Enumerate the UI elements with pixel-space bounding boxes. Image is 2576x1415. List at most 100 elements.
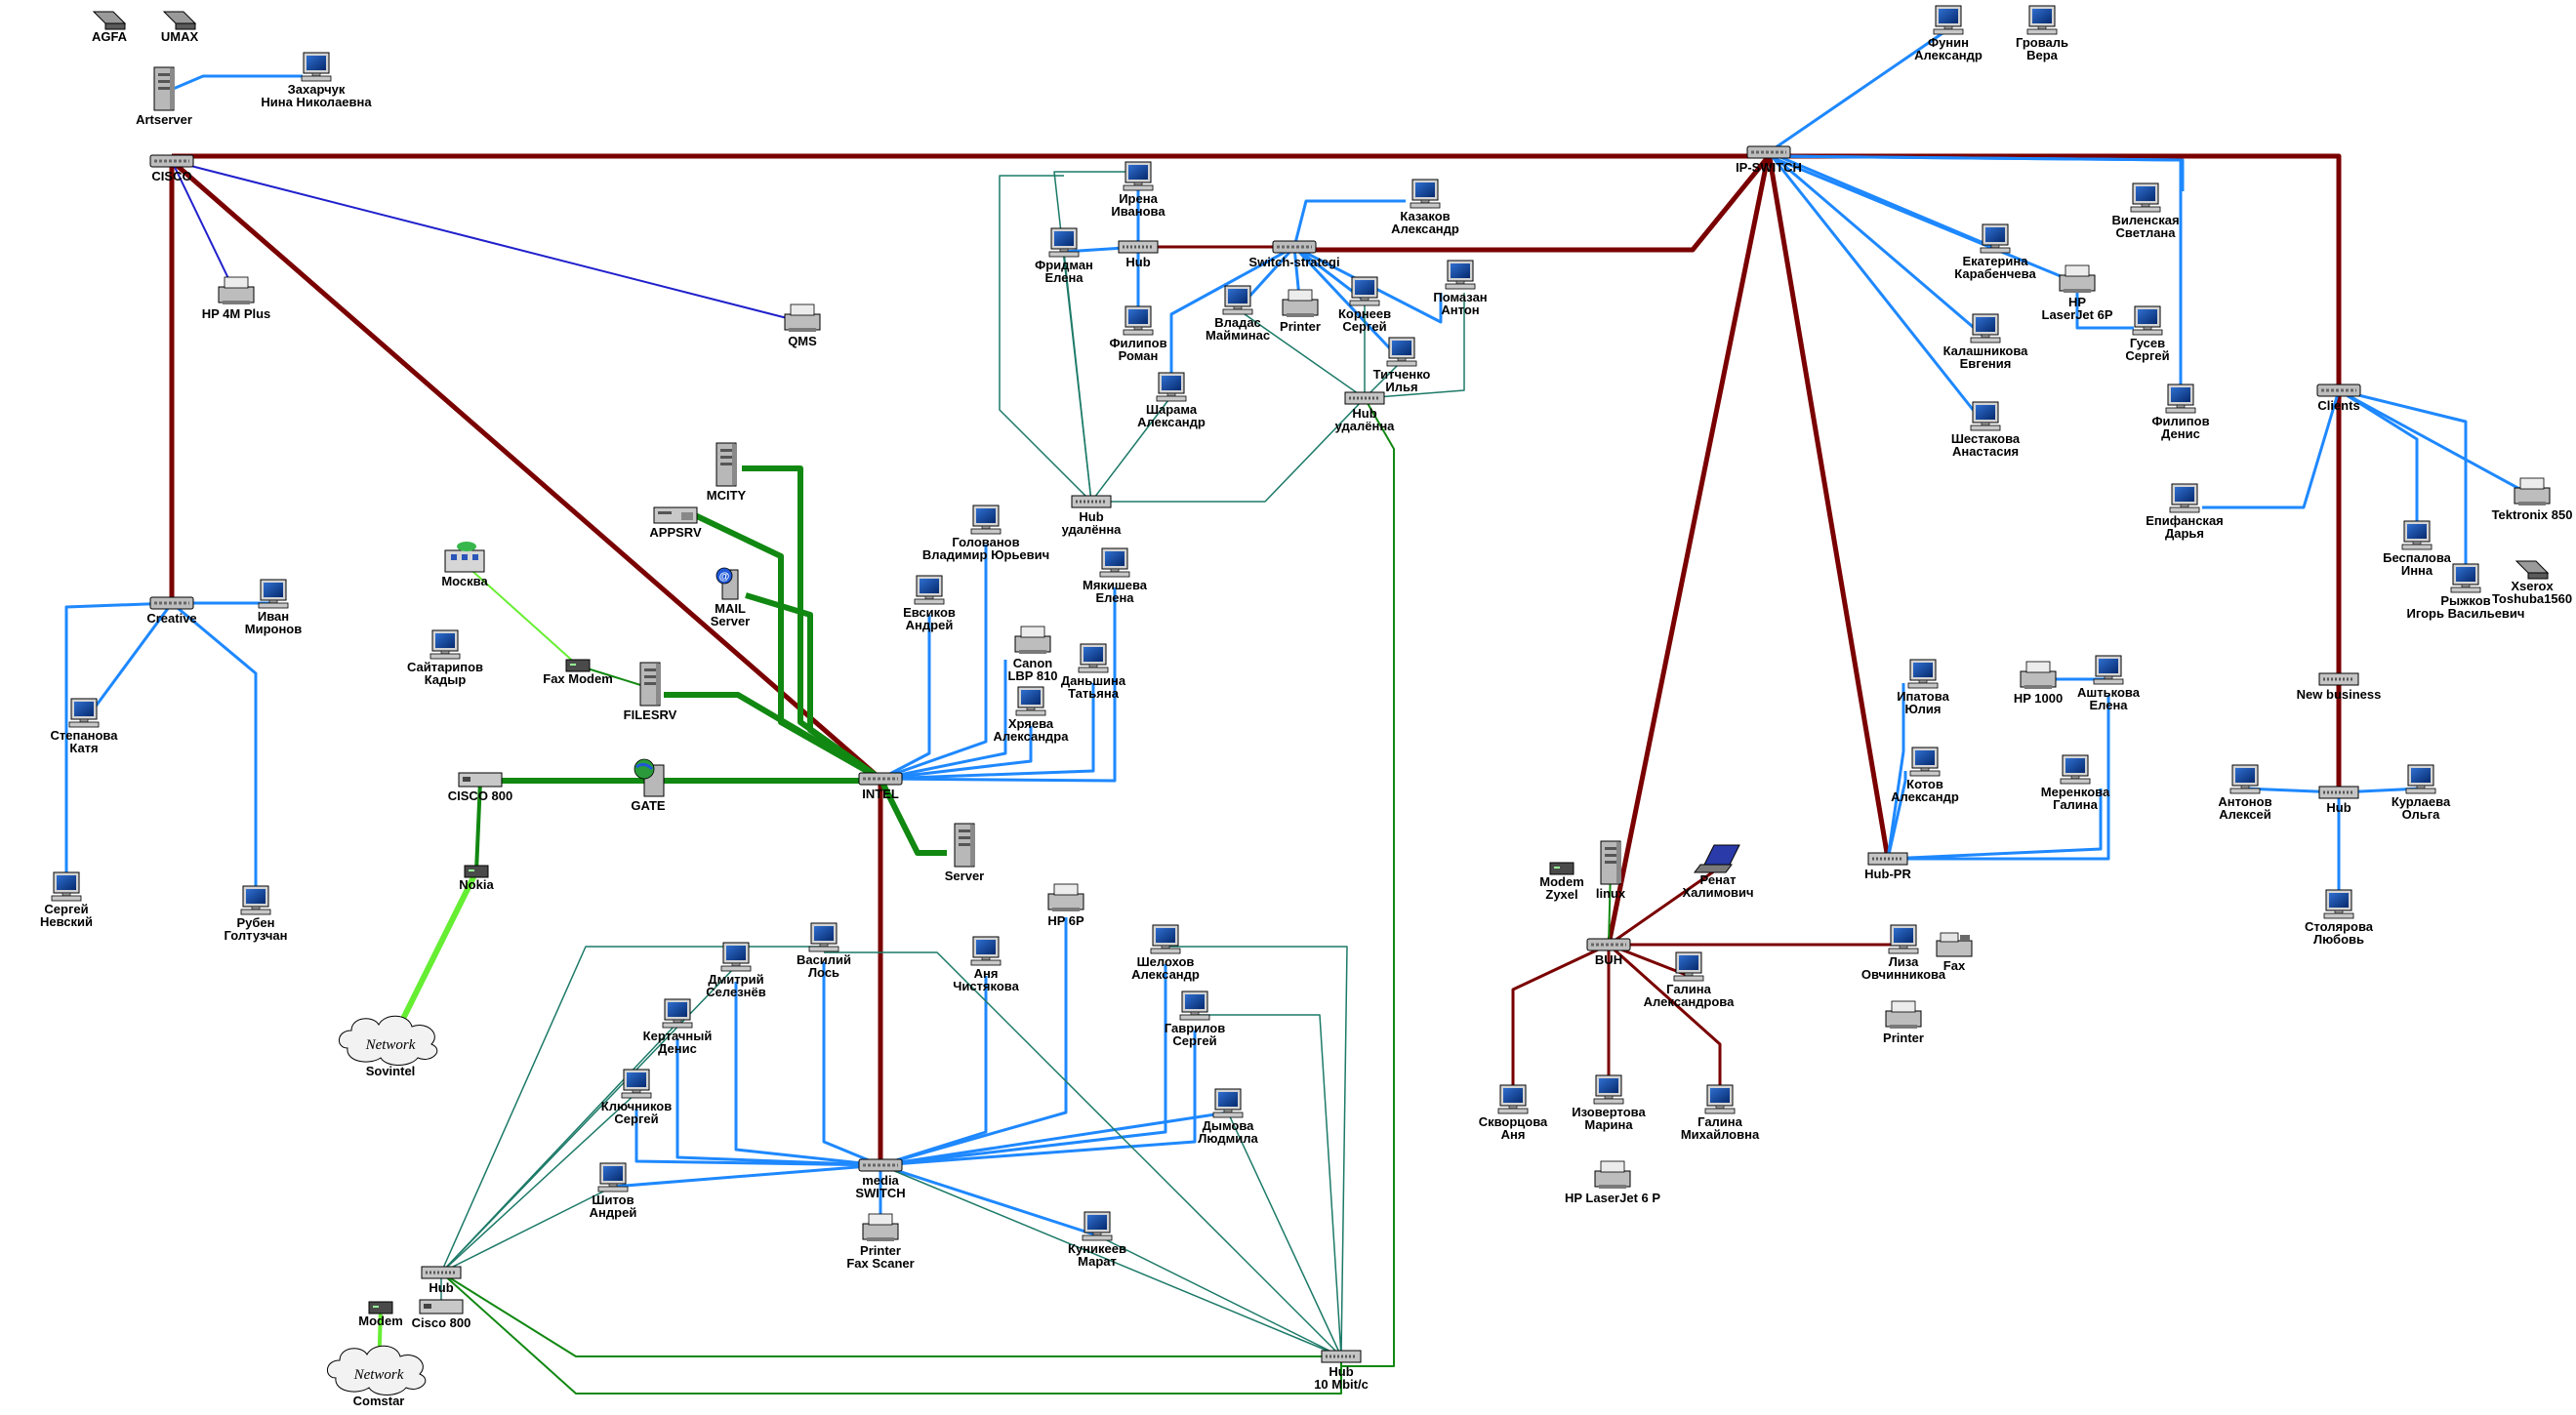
node-switch_strategi[interactable]: Switch-strategi	[1248, 239, 1340, 269]
node-hub_top[interactable]: Hub	[1117, 239, 1160, 269]
node-umax[interactable]: UMAX	[161, 11, 199, 44]
node-moskva[interactable]: Москва	[441, 541, 488, 588]
node-hub_pr[interactable]: Hub-PR	[1864, 851, 1911, 881]
node-intel[interactable]: INTEL	[857, 771, 904, 801]
node-mcity[interactable]: MCITY	[707, 442, 747, 503]
node-faxmodem[interactable]: Fax Modem	[543, 659, 613, 686]
node-hp1000[interactable]: HP 1000	[2014, 661, 2063, 706]
node-hub_nb[interactable]: Hub	[2317, 785, 2360, 815]
node-agfa[interactable]: AGFA	[92, 11, 128, 44]
node-hub_bottom[interactable]: Hub	[420, 1265, 463, 1295]
node-printer_strat[interactable]: Printer	[1280, 289, 1321, 334]
node-new_business[interactable]: New business	[2297, 671, 2382, 702]
node-gate[interactable]: GATE	[631, 757, 666, 813]
node-ip_switch[interactable]: IP-SWITCH	[1736, 144, 1802, 175]
node-buh[interactable]: BUH	[1585, 937, 1632, 967]
node-printer_buh[interactable]: Printer	[1883, 1000, 1924, 1045]
node-tektronix[interactable]: Tektronix 850	[2492, 477, 2573, 522]
node-qms[interactable]: QMS	[784, 303, 821, 348]
node-linux[interactable]: linux	[1596, 840, 1626, 901]
node-cisco800_b[interactable]: Cisco 800	[412, 1299, 471, 1330]
node-hp4m[interactable]: HP 4M Plus	[202, 276, 271, 321]
node-creative[interactable]: Creative	[146, 595, 197, 626]
node-hp6p[interactable]: HP 6P	[1047, 883, 1084, 928]
node-hplj6p_buh[interactable]: HP LaserJet 6 P	[1565, 1160, 1660, 1205]
node-artserver[interactable]: Artserver	[136, 66, 192, 127]
node-nokia[interactable]: Nokia	[459, 865, 494, 892]
node-server[interactable]: Server	[945, 823, 984, 883]
node-cisco_main[interactable]: CISCO	[148, 153, 195, 183]
node-filesrv[interactable]: FILESRV	[624, 662, 677, 722]
node-modem_b[interactable]: Modem	[358, 1301, 403, 1328]
node-fax[interactable]: Fax	[1936, 932, 1973, 973]
node-clients[interactable]: Clients	[2315, 383, 2362, 413]
node-appsrv[interactable]: APPSRV	[649, 506, 702, 540]
